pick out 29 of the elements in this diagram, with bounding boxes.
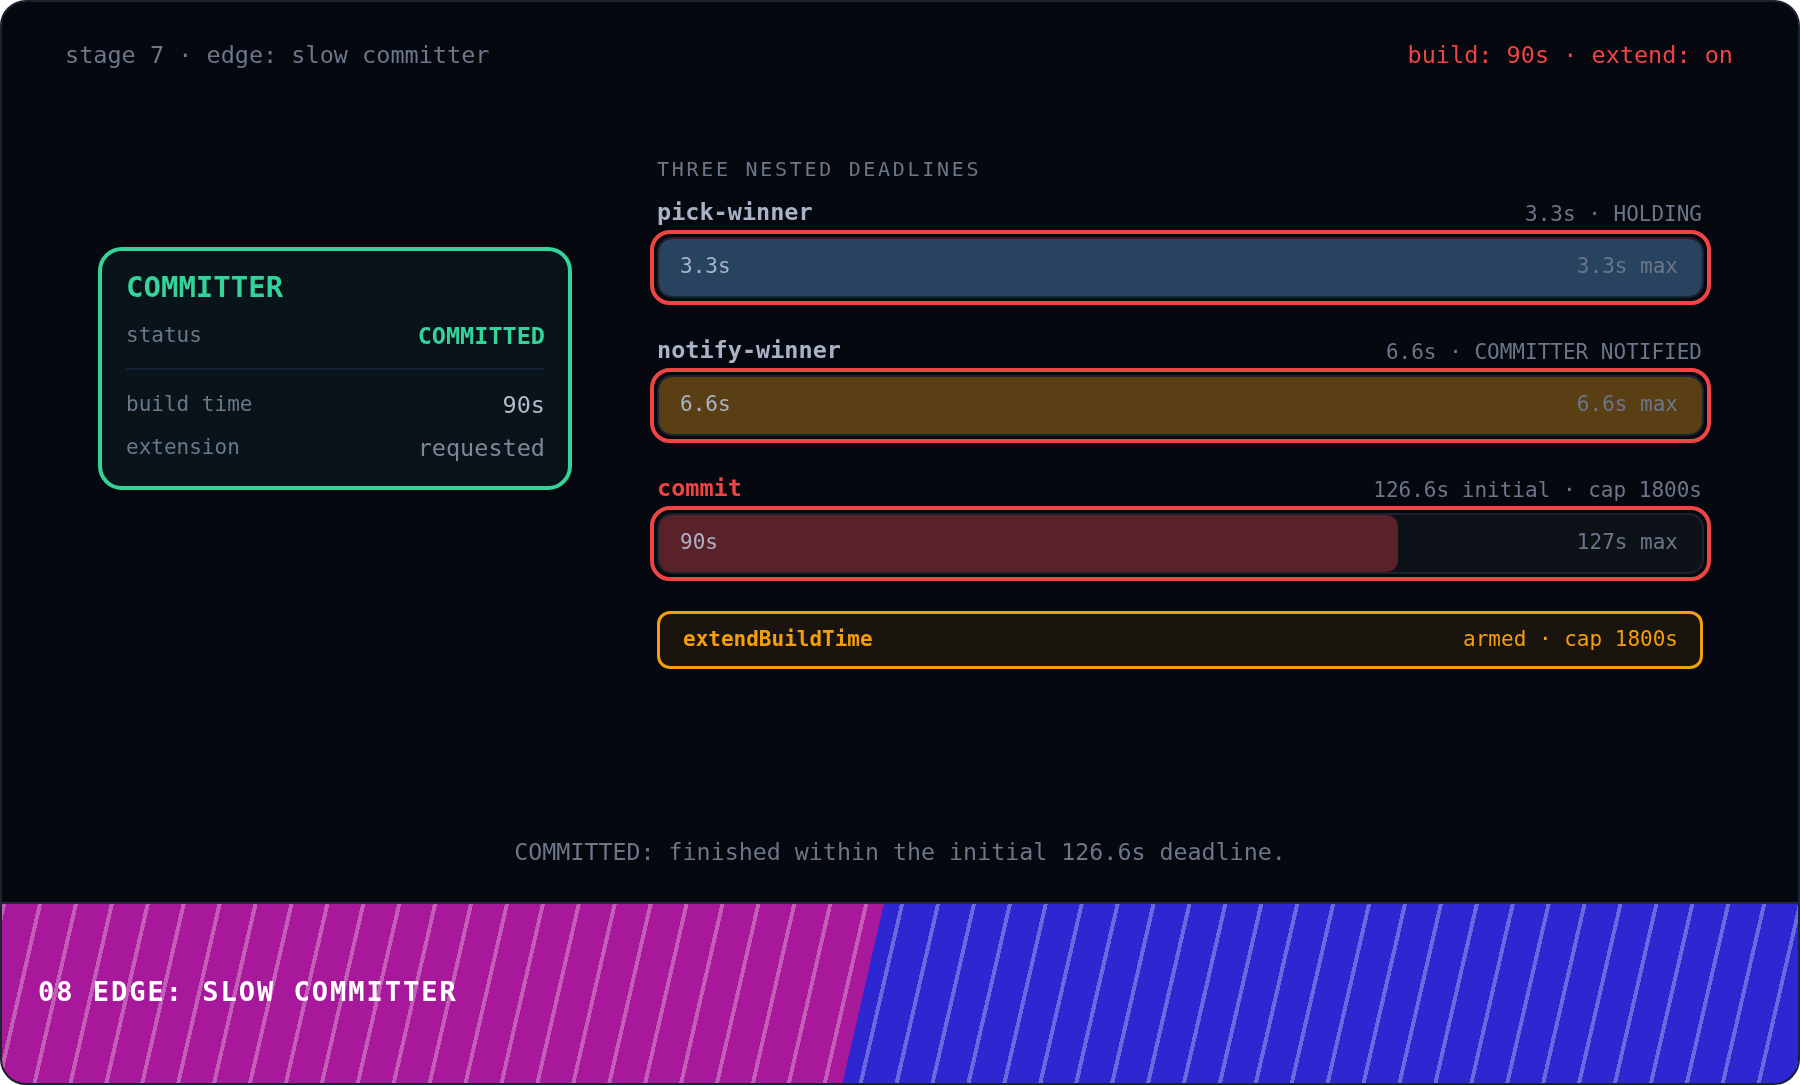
stage-label: stage 7 · edge: slow committer: [65, 41, 490, 70]
elapsed-time: 6.6s: [680, 392, 731, 418]
max-time: 3.3s max: [1576, 254, 1678, 280]
footer-banner: [2, 902, 1798, 1083]
max-time: 127s max: [1576, 530, 1678, 556]
deadline-status: 126.6s initial · cap 1800s: [1373, 478, 1702, 504]
field-value: requested: [417, 434, 545, 463]
status-card: [98, 247, 572, 490]
deadline-status: 3.3s · HOLDING: [1525, 202, 1702, 228]
config-summary: build: 90s · extend: on: [1407, 41, 1733, 70]
field-label: extension: [126, 435, 240, 461]
deadline-name: notify-winner: [657, 336, 841, 365]
section-heading: THREE NESTED DEADLINES: [657, 157, 982, 181]
timer-name: extendBuildTime: [683, 627, 873, 653]
timer-panel: [657, 611, 1703, 669]
elapsed-time: 90s: [680, 530, 718, 556]
field-label: build time: [126, 392, 253, 418]
deadline-name: pick-winner: [657, 198, 813, 227]
card-title: COMMITTER: [126, 270, 284, 305]
max-time: 6.6s max: [1576, 392, 1678, 418]
timer-status: armed · cap 1800s: [1463, 627, 1678, 653]
elapsed-time: 3.3s: [680, 254, 731, 280]
banner-title: 08 EDGE: SLOW COMMITTER: [38, 976, 458, 1009]
result-caption: COMMITTED: finished within the initial 126.6s deadline.: [514, 838, 1286, 866]
deadline-name: commit: [657, 474, 742, 503]
field-label: status: [126, 323, 202, 349]
field-value: 90s: [502, 391, 545, 420]
status-value: COMMITTED: [417, 322, 545, 351]
deadline-status: 6.6s · COMMITTER NOTIFIED: [1385, 340, 1702, 366]
